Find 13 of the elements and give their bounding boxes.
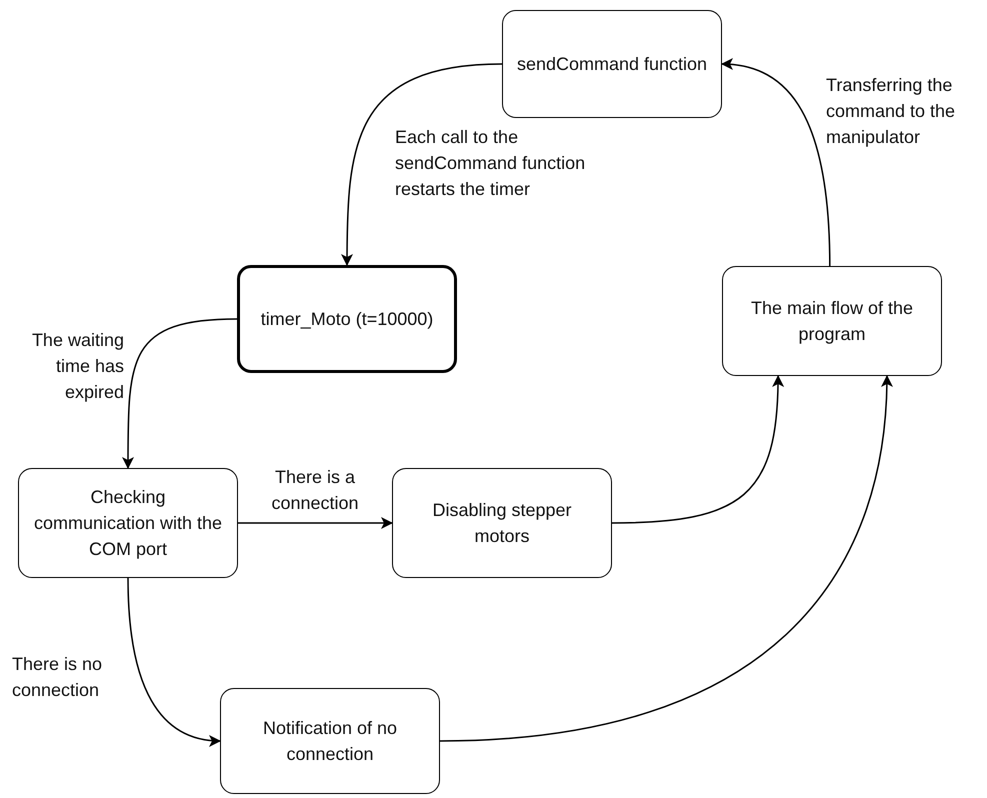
process-box: Disabling stepper motors	[392, 468, 612, 578]
arrow	[341, 63, 502, 266]
process-box: Notification of no connection	[220, 688, 440, 794]
process-box: timer_Moto (t=10000)	[237, 265, 457, 373]
arrow	[122, 318, 238, 469]
process-box: sendCommand function	[502, 10, 722, 118]
process-box: The main flow of the program	[722, 266, 942, 376]
arrow	[612, 375, 784, 524]
arrow	[440, 375, 892, 742]
arrow	[127, 578, 221, 746]
arrow	[721, 58, 831, 266]
process-box: Checking communication with the COM port	[18, 468, 238, 578]
arrow	[238, 517, 393, 529]
